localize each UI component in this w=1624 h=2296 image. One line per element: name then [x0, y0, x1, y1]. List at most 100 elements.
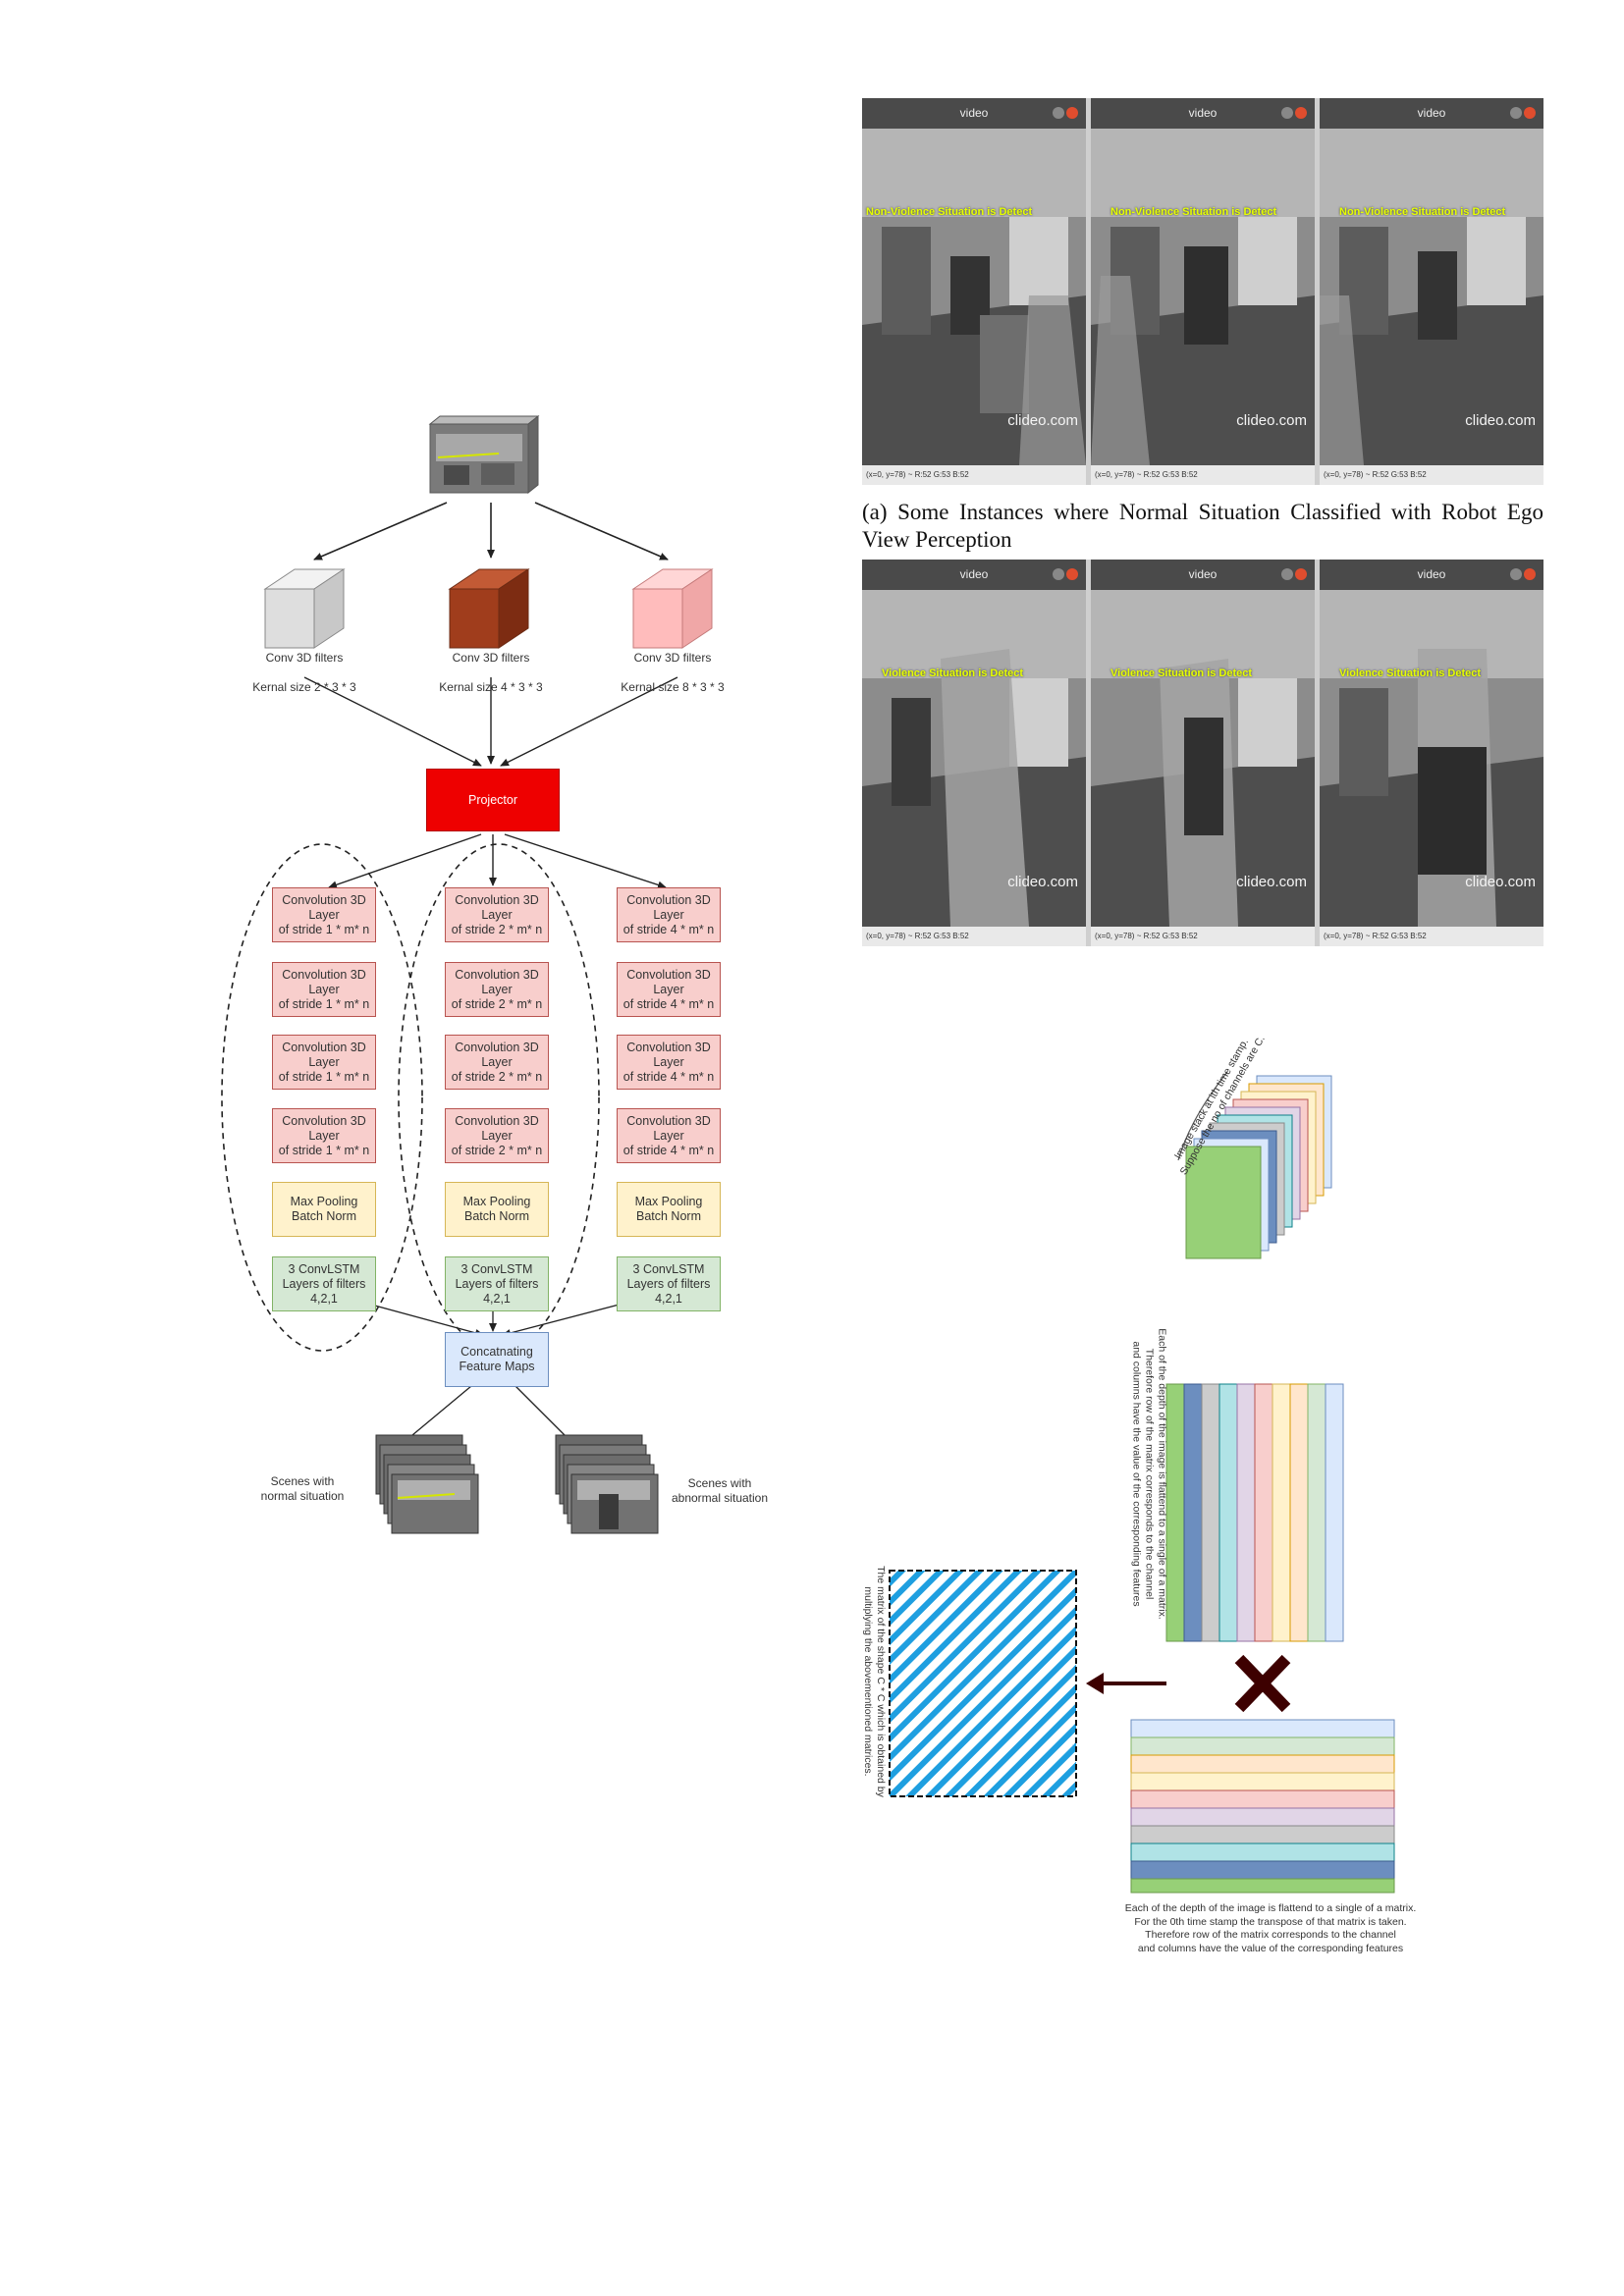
filter-label-1: Conv 3D filters Kernal size 2 * 3 * 3: [236, 636, 373, 710]
window-dot-icon: [1524, 107, 1536, 119]
status-bar: (x=0, y=78) ~ R:52 G:53 B:52: [1091, 927, 1315, 946]
watermark: clideo.com: [1465, 874, 1536, 890]
video-titlebar: video: [1320, 560, 1543, 590]
concat-feature-maps-box: Concatnating Feature Maps: [445, 1332, 549, 1387]
branch3-lstm: 3 ConvLSTM Layers of filters 4,2,1: [617, 1256, 721, 1311]
video-frame: video Non-Violence Situation is Detect c…: [1320, 98, 1543, 485]
detection-overlay: Violence Situation is Detect: [882, 667, 1024, 679]
watermark: clideo.com: [1236, 874, 1307, 890]
abnormal-scenes-stack: [555, 1434, 659, 1534]
watermark: clideo.com: [1007, 412, 1078, 429]
input-video-thumbnail: [428, 414, 540, 495]
office-scene-image: [1091, 590, 1315, 927]
video-frame: video Violence Situation is Detect clide…: [1091, 560, 1315, 946]
filter-cube-brown: [448, 568, 530, 649]
window-dot-icon: [1510, 107, 1522, 119]
projector-box: Projector: [426, 769, 560, 831]
office-scene-image: [862, 129, 1086, 465]
filter-title-1: Conv 3D filters: [265, 651, 344, 665]
office-scene-image: [1320, 590, 1543, 927]
video-frame: video Non-Violence Situation is Detect c…: [862, 98, 1086, 485]
branch1-conv-1: Convolution 3D Layer of stride 1 * m* n: [272, 887, 376, 942]
branch2-conv-4: Convolution 3D Layer of stride 2 * m* n: [445, 1108, 549, 1163]
window-dot-icon: [1066, 568, 1078, 580]
filter-cube-gray: [263, 568, 346, 649]
branch2-conv-2: Convolution 3D Layer of stride 2 * m* n: [445, 962, 549, 1017]
filter-kernel-2: Kernal size 4 * 3 * 3: [439, 680, 543, 694]
window-dot-icon: [1281, 107, 1293, 119]
watermark: clideo.com: [1007, 874, 1078, 890]
branch3-conv-2: Convolution 3D Layer of stride 4 * m* n: [617, 962, 721, 1017]
branch3-conv-3: Convolution 3D Layer of stride 4 * m* n: [617, 1035, 721, 1090]
flattened-matrix-columns: [1165, 1383, 1344, 1642]
detection-overlay: Non-Violence Situation is Detect: [1110, 206, 1277, 218]
filter-cube-pink: [631, 568, 714, 649]
result-label: The matrix of the shape C * C which is o…: [862, 1566, 887, 1797]
office-scene-image: [1320, 129, 1543, 465]
video-titlebar: video: [862, 98, 1086, 129]
multiply-icon: [1234, 1654, 1291, 1713]
filter-title-3: Conv 3D filters: [633, 651, 712, 665]
filter-label-2: Conv 3D filters Kernal size 4 * 3 * 3: [422, 636, 560, 710]
video-strip-abnormal: video Violence Situation is Detect clide…: [862, 560, 1543, 946]
video-strip-normal: video Non-Violence Situation is Detect c…: [862, 98, 1543, 485]
detection-overlay: Violence Situation is Detect: [1339, 667, 1482, 679]
branch3-conv-4: Convolution 3D Layer of stride 4 * m* n: [617, 1108, 721, 1163]
status-bar: (x=0, y=78) ~ R:52 G:53 B:52: [862, 465, 1086, 485]
flatten-label: Each of the depth of the image is flatte…: [1130, 1328, 1168, 1620]
video-frame: video Violence Situation is Detect clide…: [1320, 560, 1543, 946]
detection-overlay: Non-Violence Situation is Detect: [1339, 206, 1506, 218]
filter-title-2: Conv 3D filters: [452, 651, 530, 665]
window-dot-icon: [1053, 107, 1064, 119]
branch1-conv-3: Convolution 3D Layer of stride 1 * m* n: [272, 1035, 376, 1090]
branch2-lstm: 3 ConvLSTM Layers of filters 4,2,1: [445, 1256, 549, 1311]
window-dot-icon: [1510, 568, 1522, 580]
result-arrow-icon: [1086, 1673, 1166, 1694]
branch1-conv-4: Convolution 3D Layer of stride 1 * m* n: [272, 1108, 376, 1163]
transpose-caption: Each of the depth of the image is flatte…: [1124, 1902, 1417, 1954]
status-bar: (x=0, y=78) ~ R:52 G:53 B:52: [862, 927, 1086, 946]
figure-caption-a: (a) Some Instances where Normal Situatio…: [862, 500, 1543, 552]
image-stack: [1177, 1071, 1332, 1259]
status-bar: (x=0, y=78) ~ R:52 G:53 B:52: [1091, 465, 1315, 485]
transposed-matrix-rows: [1130, 1719, 1395, 1894]
output-normal-label: Scenes with normal situation: [260, 1474, 345, 1503]
video-titlebar: video: [862, 560, 1086, 590]
watermark: clideo.com: [1236, 412, 1307, 429]
filter-kernel-3: Kernal size 8 * 3 * 3: [621, 680, 725, 694]
branch1-pool: Max Pooling Batch Norm: [272, 1182, 376, 1237]
detection-overlay: Non-Violence Situation is Detect: [866, 206, 1033, 218]
office-scene-image: [862, 590, 1086, 927]
status-bar: (x=0, y=78) ~ R:52 G:53 B:52: [1320, 465, 1543, 485]
branch2-pool: Max Pooling Batch Norm: [445, 1182, 549, 1237]
video-titlebar: video: [1320, 98, 1543, 129]
normal-scenes-stack: [375, 1434, 479, 1534]
branch2-conv-3: Convolution 3D Layer of stride 2 * m* n: [445, 1035, 549, 1090]
branch1-conv-2: Convolution 3D Layer of stride 1 * m* n: [272, 962, 376, 1017]
filter-label-3: Conv 3D filters Kernal size 8 * 3 * 3: [604, 636, 741, 710]
window-dot-icon: [1281, 568, 1293, 580]
video-titlebar: video: [1091, 560, 1315, 590]
office-scene-image: [1091, 129, 1315, 465]
window-dot-icon: [1524, 568, 1536, 580]
window-dot-icon: [1066, 107, 1078, 119]
watermark: clideo.com: [1465, 412, 1536, 429]
window-dot-icon: [1295, 568, 1307, 580]
status-bar: (x=0, y=78) ~ R:52 G:53 B:52: [1320, 927, 1543, 946]
video-frame: video Violence Situation is Detect clide…: [862, 560, 1086, 946]
branch3-pool: Max Pooling Batch Norm: [617, 1182, 721, 1237]
video-frame: video Non-Violence Situation is Detect c…: [1091, 98, 1315, 485]
branch2-conv-1: Convolution 3D Layer of stride 2 * m* n: [445, 887, 549, 942]
branch1-lstm: 3 ConvLSTM Layers of filters 4,2,1: [272, 1256, 376, 1311]
detection-overlay: Violence Situation is Detect: [1110, 667, 1253, 679]
window-dot-icon: [1295, 107, 1307, 119]
result-gram-matrix: [889, 1570, 1077, 1797]
window-dot-icon: [1053, 568, 1064, 580]
filter-kernel-1: Kernal size 2 * 3 * 3: [252, 680, 356, 694]
video-titlebar: video: [1091, 98, 1315, 129]
output-abnormal-label: Scenes with abnormal situation: [671, 1476, 769, 1505]
branch3-conv-1: Convolution 3D Layer of stride 4 * m* n: [617, 887, 721, 942]
